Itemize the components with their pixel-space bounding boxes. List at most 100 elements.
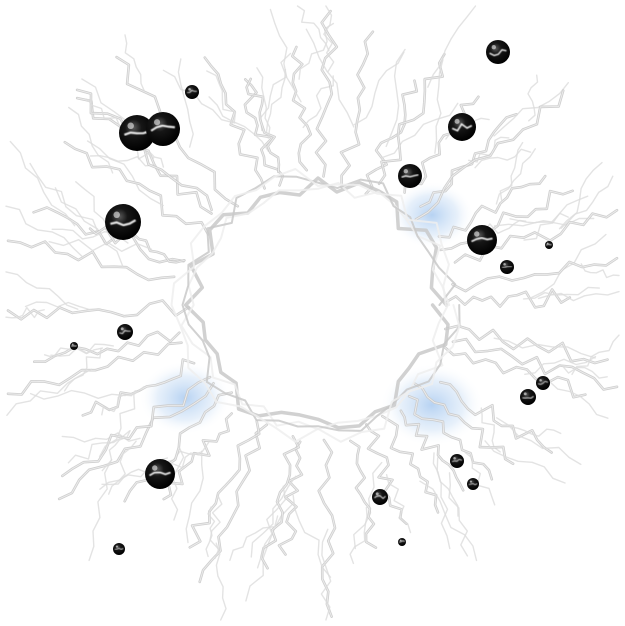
lightning-branch bbox=[480, 407, 501, 453]
lightning-branch bbox=[493, 337, 596, 359]
lightning-bolt bbox=[198, 423, 269, 584]
lightning-bolt bbox=[33, 330, 181, 363]
lightning-bolt-highlight bbox=[7, 342, 182, 395]
ring-strand bbox=[170, 168, 461, 443]
lightning-bolt bbox=[349, 439, 378, 549]
lightning-branch bbox=[434, 59, 444, 154]
lightning-branch bbox=[560, 161, 603, 229]
electric-orb-icon bbox=[467, 225, 497, 255]
lightning-branch bbox=[265, 68, 287, 133]
orb-layer bbox=[70, 40, 553, 555]
lightning-bolt-highlight bbox=[349, 440, 377, 549]
lightning-bolt-highlight bbox=[438, 175, 546, 238]
lightning-branch bbox=[495, 148, 536, 205]
lightning-branch bbox=[162, 69, 236, 124]
lightning-branch bbox=[88, 458, 113, 562]
lightning-branch bbox=[208, 96, 270, 152]
lightning-branch bbox=[50, 343, 114, 357]
lightning-branch bbox=[61, 432, 141, 443]
lightning-bolt-highlight bbox=[444, 347, 586, 398]
lightning-bolt-highlight bbox=[291, 46, 312, 171]
lightning-branch bbox=[177, 58, 194, 148]
lightning-ring bbox=[170, 168, 461, 443]
lightning-branch bbox=[296, 5, 330, 52]
lightning-bolt-highlight bbox=[440, 190, 574, 251]
lightning-branch bbox=[89, 155, 156, 167]
lightning-bolt-highlight bbox=[420, 113, 517, 207]
lightning-branch bbox=[493, 217, 595, 227]
lightning-branch bbox=[496, 417, 582, 466]
lightning-branch bbox=[245, 504, 293, 602]
lightning-branch bbox=[349, 506, 368, 565]
lightning-branch bbox=[305, 28, 355, 128]
lightning-branch bbox=[185, 450, 204, 544]
lightning-branch bbox=[499, 141, 524, 202]
ring-strand bbox=[180, 181, 451, 431]
electric-orb-icon bbox=[520, 389, 536, 405]
lightning-branch bbox=[432, 452, 459, 517]
lightning-branch bbox=[9, 140, 76, 227]
electric-orb-icon bbox=[467, 478, 479, 490]
lightning-branch bbox=[484, 440, 566, 484]
lightning-branch bbox=[510, 426, 562, 437]
lightning-bolt-highlight bbox=[451, 257, 618, 292]
lightning-bolt-highlight bbox=[414, 383, 514, 465]
lightning-branch bbox=[323, 5, 335, 73]
lightning-branch bbox=[353, 461, 383, 550]
lightning-branch bbox=[48, 239, 152, 252]
electric-orb-icon bbox=[448, 113, 476, 141]
lightning-branch bbox=[436, 457, 451, 550]
lightning-bolt-highlight bbox=[76, 97, 212, 214]
lightning-bolt bbox=[451, 337, 619, 391]
electric-orb-icon bbox=[185, 85, 199, 99]
lightning-branch bbox=[171, 445, 185, 521]
lightning-bolt-highlight bbox=[7, 240, 175, 281]
electric-orb-icon bbox=[117, 324, 133, 340]
lightning-branch bbox=[385, 474, 412, 534]
lightning-bolt-highlight bbox=[260, 435, 300, 569]
lightning-branch bbox=[558, 175, 614, 230]
lightning-branch bbox=[206, 70, 237, 123]
electric-orb-icon bbox=[146, 112, 180, 146]
lightning-branch bbox=[63, 347, 102, 392]
lightning-branch bbox=[260, 52, 292, 132]
lightning-bolt-highlight bbox=[452, 338, 618, 390]
lightning-bolt-highlight bbox=[76, 89, 213, 211]
lightning-branch bbox=[552, 364, 608, 379]
lightning-branch bbox=[67, 430, 130, 464]
lightning-branch bbox=[292, 494, 332, 578]
lightning-bolts bbox=[5, 5, 620, 621]
lightning-branch bbox=[523, 195, 589, 241]
lightning-branch bbox=[29, 389, 126, 400]
lightning-branch bbox=[524, 355, 597, 375]
lightning-branch bbox=[205, 506, 216, 558]
lightning-branch bbox=[54, 187, 124, 267]
electric-orb-icon bbox=[119, 115, 155, 151]
lightning-branch bbox=[385, 48, 406, 148]
lightning-branch bbox=[101, 390, 136, 416]
lightning-branch bbox=[464, 451, 496, 506]
lightning-bolt-highlight bbox=[189, 420, 260, 548]
lightning-branch bbox=[108, 440, 137, 495]
electric-orb-icon bbox=[545, 241, 553, 249]
lightning-branch bbox=[427, 5, 477, 88]
lightning-bolt-highlight bbox=[439, 381, 553, 453]
lightning-bolt-highlight bbox=[315, 10, 338, 177]
lightning-bolt-highlight bbox=[400, 410, 464, 491]
lightning-branch bbox=[124, 34, 146, 92]
lightning-branch bbox=[86, 140, 164, 207]
lightning-branch bbox=[493, 82, 569, 137]
lightning-branch bbox=[68, 106, 114, 174]
electric-orb-icon bbox=[398, 538, 406, 546]
lightning-branch bbox=[5, 271, 79, 310]
lightning-branch bbox=[522, 286, 600, 300]
lightning-branch bbox=[571, 334, 620, 376]
lightning-bolt-highlight bbox=[204, 57, 266, 189]
lightning-branch bbox=[250, 475, 297, 558]
lightning-bolt-highlight bbox=[408, 395, 493, 480]
electric-orb-icon bbox=[113, 543, 125, 555]
lightning-bolt-highlight bbox=[365, 424, 407, 525]
lightning-branch bbox=[5, 205, 84, 258]
lightning-branch bbox=[484, 219, 527, 234]
lightning-bolt-highlight bbox=[365, 80, 418, 195]
